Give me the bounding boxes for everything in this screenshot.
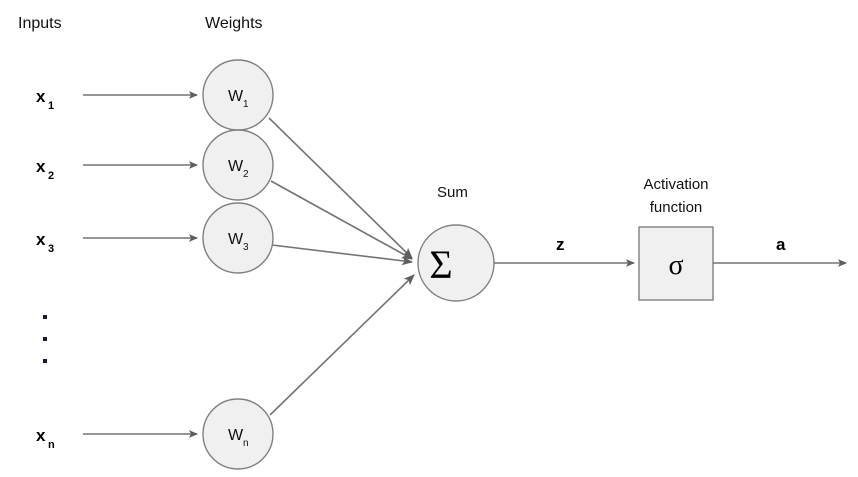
activation-box[interactable]	[638, 226, 714, 301]
input-label-2: x	[36, 157, 46, 176]
a-label: a	[776, 235, 786, 254]
weight-node-3[interactable]	[202, 202, 274, 274]
weight-sub-1: 1	[243, 99, 249, 110]
z-label: z	[556, 235, 565, 254]
weight-label-2: W	[228, 158, 244, 175]
activation-caption-line1: Activation	[643, 176, 708, 193]
weight-label-1: W	[228, 88, 244, 105]
ellipsis-dot-1	[43, 315, 47, 319]
input-label-3: x	[36, 230, 46, 249]
input-sub-n: n	[48, 439, 55, 451]
ellipsis-dot-2	[43, 337, 47, 341]
weight-sub-2: 2	[243, 169, 249, 180]
weight-node-2[interactable]	[202, 129, 274, 201]
weight-label-n: W	[228, 427, 244, 444]
weights-heading: Weights	[205, 15, 263, 32]
sum-caption: Sum	[437, 184, 468, 201]
input-label-n: x	[36, 426, 46, 445]
weight-to-sum-line-1	[268, 117, 413, 259]
input-label-1: x	[36, 87, 46, 106]
input-sub-3: 3	[48, 243, 54, 255]
sigma-glyph: Σ	[429, 242, 452, 287]
weight-to-sum-line-3	[271, 244, 413, 266]
weight-to-sum-line-n	[269, 274, 415, 416]
weight-sub-3: 3	[243, 242, 249, 253]
ellipsis-dot-3	[43, 359, 47, 363]
input-sub-2: 2	[48, 170, 54, 182]
activation-caption-line2: function	[650, 199, 703, 216]
weight-to-sum-line-2	[270, 180, 413, 260]
weight-label-3: W	[228, 231, 244, 248]
sigmoid-glyph: σ	[668, 250, 683, 281]
input-sub-1: 1	[48, 100, 54, 112]
weight-node-n[interactable]	[202, 398, 274, 470]
inputs-heading: Inputs	[18, 15, 62, 32]
weight-sub-n: n	[243, 438, 249, 449]
